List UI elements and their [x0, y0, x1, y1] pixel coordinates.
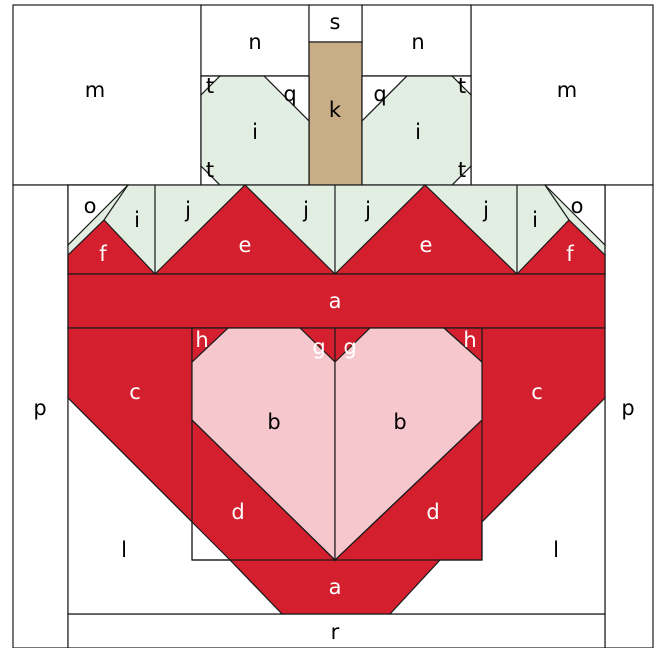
label-j-2: j	[302, 198, 309, 222]
label-q-right: q	[373, 82, 386, 106]
label-b-left: b	[267, 410, 280, 434]
label-o-left: o	[84, 194, 97, 218]
label-d-left: d	[231, 500, 244, 524]
label-p-left: p	[33, 396, 46, 420]
label-n-left: n	[248, 30, 261, 54]
label-p-right: p	[621, 396, 634, 420]
label-k: k	[329, 98, 342, 122]
label-c-left: c	[129, 380, 141, 404]
label-l-left: l	[121, 538, 127, 562]
label-i-top-right: i	[415, 120, 421, 144]
label-j-4: j	[482, 198, 489, 222]
label-h-left: h	[195, 328, 208, 352]
label-m-right: m	[557, 78, 577, 102]
label-l-right: l	[553, 538, 559, 562]
label-i-top-left: i	[252, 120, 258, 144]
label-n-right: n	[411, 30, 424, 54]
label-t-3: t	[458, 74, 466, 98]
label-g-right: g	[343, 335, 356, 359]
label-o-right: o	[571, 194, 584, 218]
label-i-right: i	[532, 208, 538, 232]
label-j-1: j	[184, 198, 191, 222]
label-e-left: e	[239, 233, 252, 257]
label-j-3: j	[364, 198, 371, 222]
label-r: r	[331, 620, 340, 644]
piece-m-left	[13, 5, 201, 185]
label-a-bottom: a	[329, 575, 342, 599]
label-c-right: c	[531, 380, 543, 404]
label-g-left: g	[312, 335, 325, 359]
leaf-row	[68, 185, 605, 274]
label-e-right: e	[420, 233, 433, 257]
label-f-right: f	[566, 242, 574, 266]
label-i-left: i	[134, 208, 140, 232]
label-t-1: t	[206, 74, 214, 98]
label-d-right: d	[426, 500, 439, 524]
label-t-4: t	[458, 158, 466, 182]
label-t-2: t	[206, 158, 214, 182]
label-s: s	[330, 10, 341, 34]
label-b-right: b	[393, 410, 406, 434]
label-q-left: q	[283, 82, 296, 106]
label-m-left: m	[85, 78, 105, 102]
label-h-right: h	[463, 328, 476, 352]
label-f-left: f	[99, 242, 107, 266]
label-a-top: a	[329, 289, 342, 313]
